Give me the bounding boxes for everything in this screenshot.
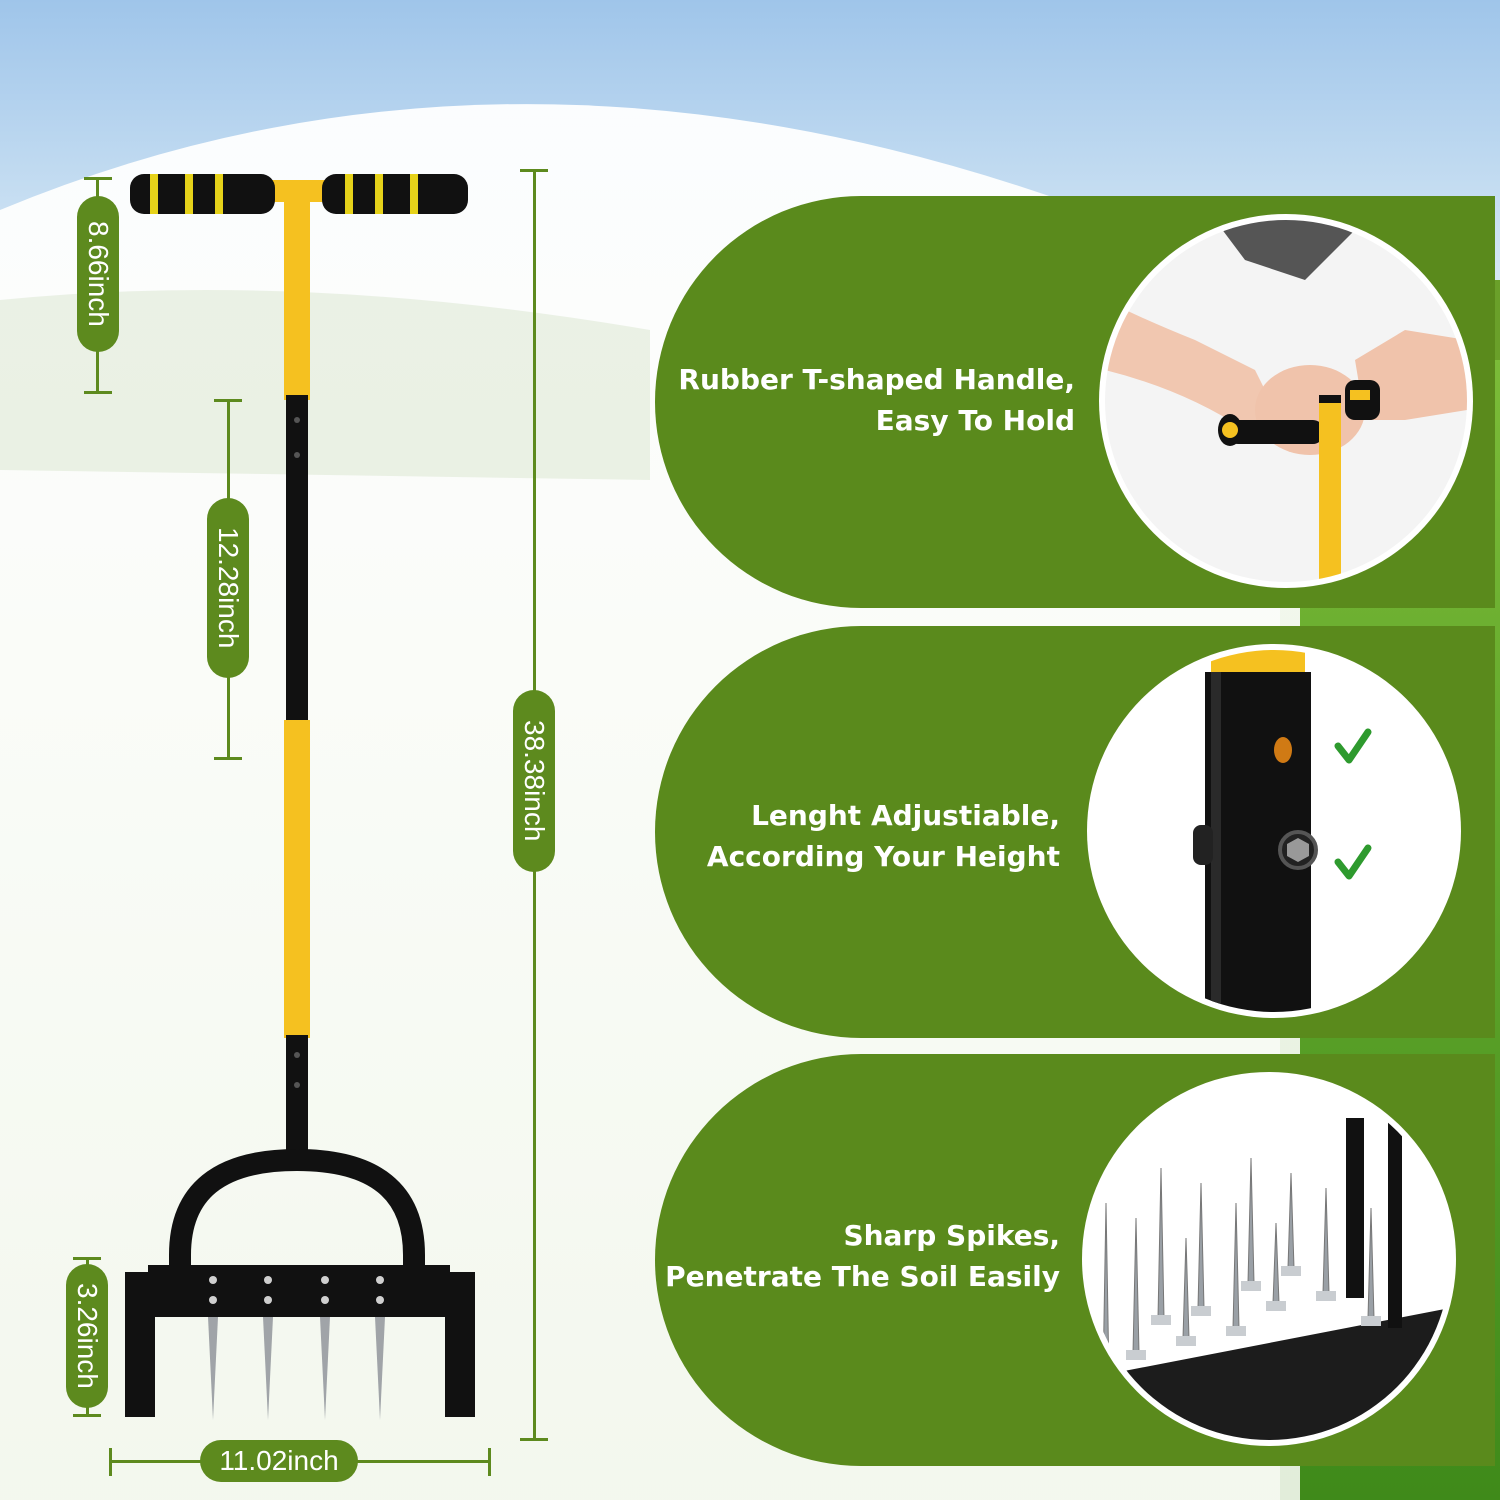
feature-title: Sharp Spikes, (843, 1219, 1060, 1252)
dim-tick (84, 177, 112, 180)
adjust-holes-photo-icon (1093, 650, 1455, 1012)
dim-tick (214, 399, 242, 402)
feature-text-adjust: Lenght Adjustiable, According Your Heigh… (707, 795, 1060, 877)
dim-tick (520, 1438, 548, 1441)
feature-card-spikes: Sharp Spikes, Penetrate The Soil Easily (655, 1054, 1495, 1466)
feature-card-handle: Rubber T-shaped Handle, Easy To Hold (655, 196, 1495, 608)
dim-tick (488, 1448, 491, 1476)
dim-tick (73, 1414, 101, 1417)
feature-title: Lenght Adjustiable, (751, 799, 1060, 832)
feature-subtitle: According Your Height (706, 840, 1060, 873)
dim-tick (109, 1448, 112, 1476)
dim-label-base: 11.02inch (200, 1440, 358, 1482)
dim-label-adjust: 12.28inch (207, 498, 249, 678)
handle-grip-photo-icon (1105, 220, 1467, 582)
dim-tick (84, 391, 112, 394)
dim-label-total: 38.38inch (513, 690, 555, 872)
feature-card-adjust: Lenght Adjustiable, According Your Heigh… (655, 626, 1495, 1038)
dim-label-spike: 3.26inch (66, 1264, 108, 1408)
dim-tick (73, 1257, 101, 1260)
spikes-photo-icon (1088, 1078, 1450, 1440)
feature-text-spikes: Sharp Spikes, Penetrate The Soil Easily (665, 1215, 1060, 1297)
feature-title: Rubber T-shaped Handle, (678, 363, 1075, 396)
feature-subtitle: Penetrate The Soil Easily (665, 1260, 1060, 1293)
dim-tick (214, 757, 242, 760)
dim-label-handle: 8.66inch (77, 196, 119, 352)
dim-tick (520, 169, 548, 172)
feature-text-handle: Rubber T-shaped Handle, Easy To Hold (678, 359, 1075, 441)
feature-subtitle: Easy To Hold (875, 404, 1075, 437)
